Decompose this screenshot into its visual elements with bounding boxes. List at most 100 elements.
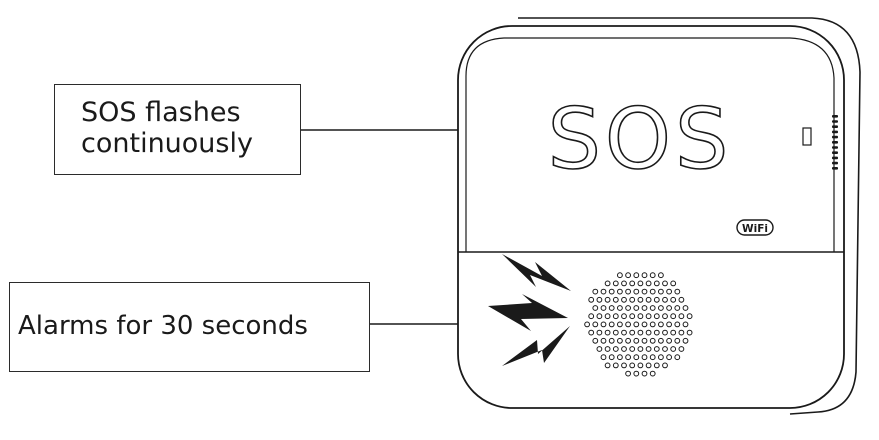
speaker-hole — [674, 288, 681, 295]
speaker-hole — [641, 370, 648, 377]
speaker-hole — [621, 313, 627, 320]
speaker-grille — [584, 272, 693, 377]
speaker-hole — [633, 354, 640, 361]
speaker-hole — [617, 305, 623, 311]
speaker-hole — [612, 362, 619, 369]
vent-slit — [832, 141, 838, 144]
speaker-hole — [682, 305, 689, 311]
speaker-hole — [604, 313, 611, 320]
speaker-hole — [612, 296, 619, 303]
speaker-hole — [629, 313, 636, 320]
speaker-hole — [633, 337, 640, 344]
speaker-hole — [617, 288, 623, 295]
speaker-hole — [633, 305, 640, 311]
speaker-hole — [658, 272, 664, 279]
speaker-hole — [674, 354, 681, 361]
speaker-hole — [670, 313, 677, 320]
speaker-hole — [641, 288, 648, 295]
speaker-hole — [666, 337, 672, 344]
speaker-hole — [604, 346, 611, 352]
sos-flash-callout: SOS flashes continuously — [54, 84, 301, 175]
vent-slit — [832, 161, 838, 165]
speaker-hole — [666, 354, 672, 361]
speaker-hole — [621, 362, 627, 369]
sos-flash-callout-line-2: continuously — [81, 128, 253, 159]
speaker-hole — [629, 362, 636, 369]
speaker-hole — [645, 362, 652, 369]
speaker-hole — [645, 346, 652, 352]
speaker-hole — [645, 280, 652, 287]
speaker-hole — [629, 296, 636, 303]
speaker-hole — [625, 272, 631, 279]
speaker-hole — [682, 321, 689, 328]
speaker-hole — [649, 305, 656, 311]
speaker-hole — [625, 354, 631, 361]
speaker-hole — [617, 272, 623, 279]
speaker-hole — [649, 272, 656, 279]
speaker-hole — [637, 362, 644, 369]
device-side-depth — [518, 17, 861, 415]
lightning-bolt-icon-top — [502, 254, 571, 291]
speaker-hole — [625, 305, 631, 311]
speaker-hole — [682, 337, 689, 344]
speaker-hole — [629, 346, 636, 352]
speaker-hole — [637, 280, 644, 287]
speaker-hole — [596, 346, 603, 352]
speaker-hole — [641, 321, 648, 328]
speaker-hole — [658, 288, 664, 295]
speaker-hole — [633, 272, 640, 279]
speaker-hole — [633, 288, 640, 295]
speaker-hole — [653, 313, 660, 320]
lightning-bolt-icon-bottom — [502, 326, 570, 366]
speaker-hole — [678, 346, 685, 352]
speaker-hole — [600, 337, 607, 344]
speaker-hole — [596, 313, 603, 320]
speaker-hole — [604, 296, 611, 303]
indicator-slot — [802, 127, 812, 146]
speaker-hole — [608, 321, 615, 328]
speaker-hole — [645, 296, 652, 303]
speaker-hole — [633, 321, 640, 328]
speaker-hole — [653, 346, 660, 352]
speaker-hole — [608, 305, 615, 311]
display-panel — [465, 37, 835, 252]
speaker-hole — [666, 321, 672, 328]
speaker-hole — [674, 321, 681, 328]
speaker-hole — [612, 346, 619, 352]
speaker-hole — [629, 329, 636, 336]
speaker-hole — [645, 313, 652, 320]
side-vent-grille — [832, 115, 838, 170]
speaker-hole — [649, 370, 656, 377]
speaker-hole — [617, 321, 623, 328]
speaker-hole — [658, 354, 664, 361]
vent-slit — [832, 135, 838, 139]
speaker-hole — [608, 288, 615, 295]
speaker-hole — [662, 280, 668, 287]
speaker-hole — [649, 321, 656, 328]
speaker-hole — [604, 329, 611, 336]
alarm-callout: Alarms for 30 seconds — [9, 282, 370, 372]
speaker-hole — [592, 305, 599, 311]
speaker-hole — [678, 296, 685, 303]
speaker-hole — [604, 280, 611, 287]
speaker-hole — [674, 337, 681, 344]
vent-slit — [832, 167, 838, 170]
speaker-hole — [658, 337, 664, 344]
vent-slit — [832, 120, 838, 123]
speaker-hole — [612, 313, 619, 320]
speaker-hole — [641, 337, 648, 344]
speaker-hole — [641, 272, 648, 279]
speaker-hole — [588, 313, 595, 320]
speaker-hole — [637, 296, 644, 303]
speaker-hole — [621, 329, 627, 336]
speaker-hole — [662, 296, 668, 303]
speaker-hole — [670, 280, 677, 287]
speaker-hole — [608, 354, 615, 361]
speaker-hole — [600, 321, 607, 328]
vent-slit — [832, 130, 838, 134]
speaker-hole — [600, 305, 607, 311]
speaker-hole — [625, 321, 631, 328]
speaker-hole — [686, 329, 693, 336]
